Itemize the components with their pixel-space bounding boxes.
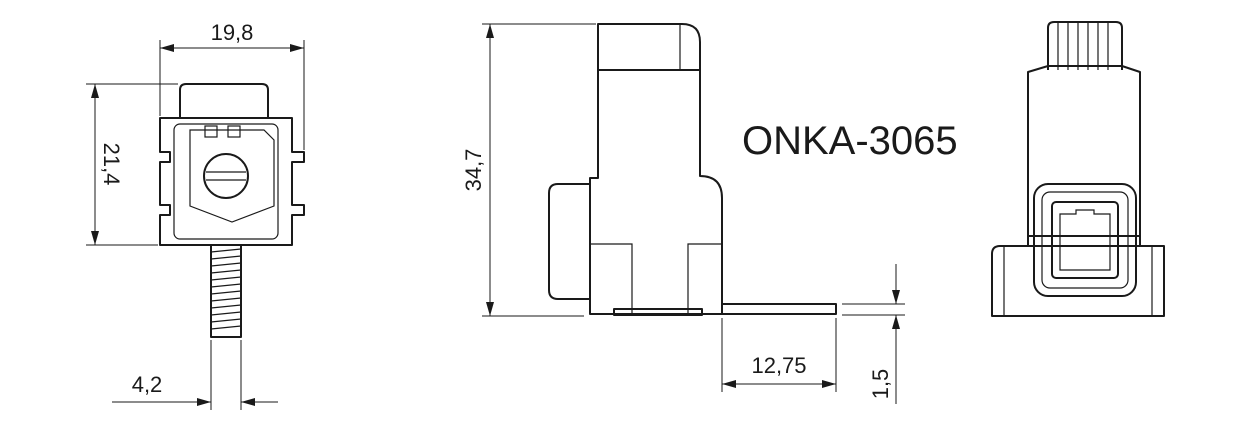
front-top-cap [179,83,269,118]
side-upper-body [597,23,701,71]
dim-label-foot-thickness: 1,5 [868,369,893,400]
rear-connector-outer [1033,183,1137,297]
rear-cap-ribs [1057,22,1109,70]
screw-head [203,153,249,199]
side-rear-block [548,183,590,300]
front-inner-frame [173,123,279,240]
side-foot-plate [722,303,837,315]
rear-view [991,21,1165,317]
rear-socket-detail [1059,209,1111,271]
dim-label-foot-length: 12,75 [751,353,806,378]
side-mid-body [589,69,723,315]
dim-foot-thickness: 1,5 [842,264,905,404]
rear-top-cap [1047,21,1123,70]
side-leg-left [590,243,633,314]
dim-front-height: 21,4 [86,83,178,246]
rear-body [1027,65,1141,247]
dim-side-height: 34,7 [461,23,596,317]
dim-label-front-height: 21,4 [99,143,124,186]
side-leg-right [687,243,722,314]
side-bottom-plate [613,308,703,316]
dim-label-side-height: 34,7 [461,149,486,192]
rear-socket [1051,201,1119,279]
front-view [159,83,305,338]
front-tab-left [204,125,218,138]
model-title: ONKA-3065 [742,119,958,163]
thread-lines [210,248,242,330]
rear-connector-inner [1041,191,1129,289]
rear-base [991,235,1165,317]
dim-label-front-width: 19,8 [211,20,254,45]
dim-label-screw-width: 4,2 [132,372,163,397]
dim-foot-length: 12,75 [721,318,837,392]
side-view [548,23,837,316]
front-body [159,117,305,246]
dim-front-width: 19,8 [159,20,305,150]
front-tab-right [227,125,241,138]
dim-screw-width: 4,2 [112,340,278,410]
front-clamp-window [189,129,275,223]
